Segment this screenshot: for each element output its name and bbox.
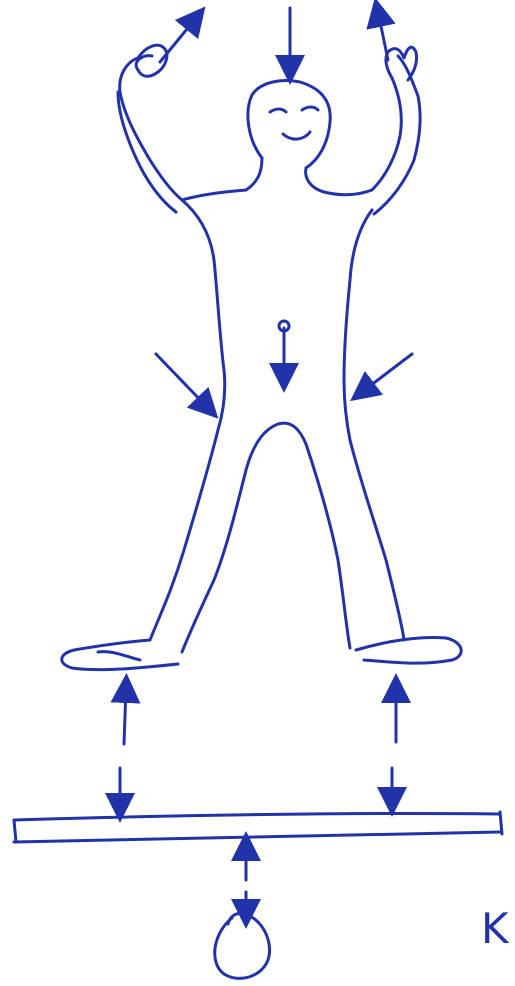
arrow-up-left-foot bbox=[124, 688, 126, 744]
left-leg-outer bbox=[150, 430, 218, 640]
arrow-up-left-hand bbox=[160, 18, 196, 62]
right-leg-outer bbox=[350, 440, 404, 640]
board-top bbox=[14, 813, 500, 820]
torso-left bbox=[182, 200, 225, 430]
figure-outline bbox=[62, 45, 461, 669]
left-foot-strap bbox=[98, 652, 140, 660]
board-right-end bbox=[500, 812, 502, 834]
neck-left bbox=[246, 158, 262, 190]
arrow-hip-center-tail bbox=[279, 321, 289, 331]
board-bottom bbox=[14, 832, 500, 842]
left-leg-inner bbox=[182, 470, 246, 652]
left-eye bbox=[270, 109, 286, 112]
right-foot bbox=[356, 638, 461, 664]
smile bbox=[283, 132, 310, 139]
right-eye bbox=[302, 107, 318, 110]
arrow-up-right-hand bbox=[378, 12, 388, 60]
left-arm-outer bbox=[120, 58, 246, 200]
arrow-hip-left bbox=[156, 354, 208, 408]
neck-right bbox=[306, 168, 324, 192]
pivot-ball bbox=[215, 913, 270, 978]
board-left-end bbox=[14, 820, 16, 842]
corner-letter-k: K bbox=[481, 908, 509, 950]
torso-right bbox=[344, 210, 372, 440]
head-outline bbox=[248, 81, 330, 168]
right-arm-inner bbox=[374, 56, 420, 214]
arrow-hip-right bbox=[362, 354, 412, 392]
right-arm-outer bbox=[324, 78, 401, 195]
right-hand bbox=[386, 47, 417, 80]
crotch bbox=[246, 423, 306, 470]
right-leg-inner bbox=[306, 444, 350, 648]
